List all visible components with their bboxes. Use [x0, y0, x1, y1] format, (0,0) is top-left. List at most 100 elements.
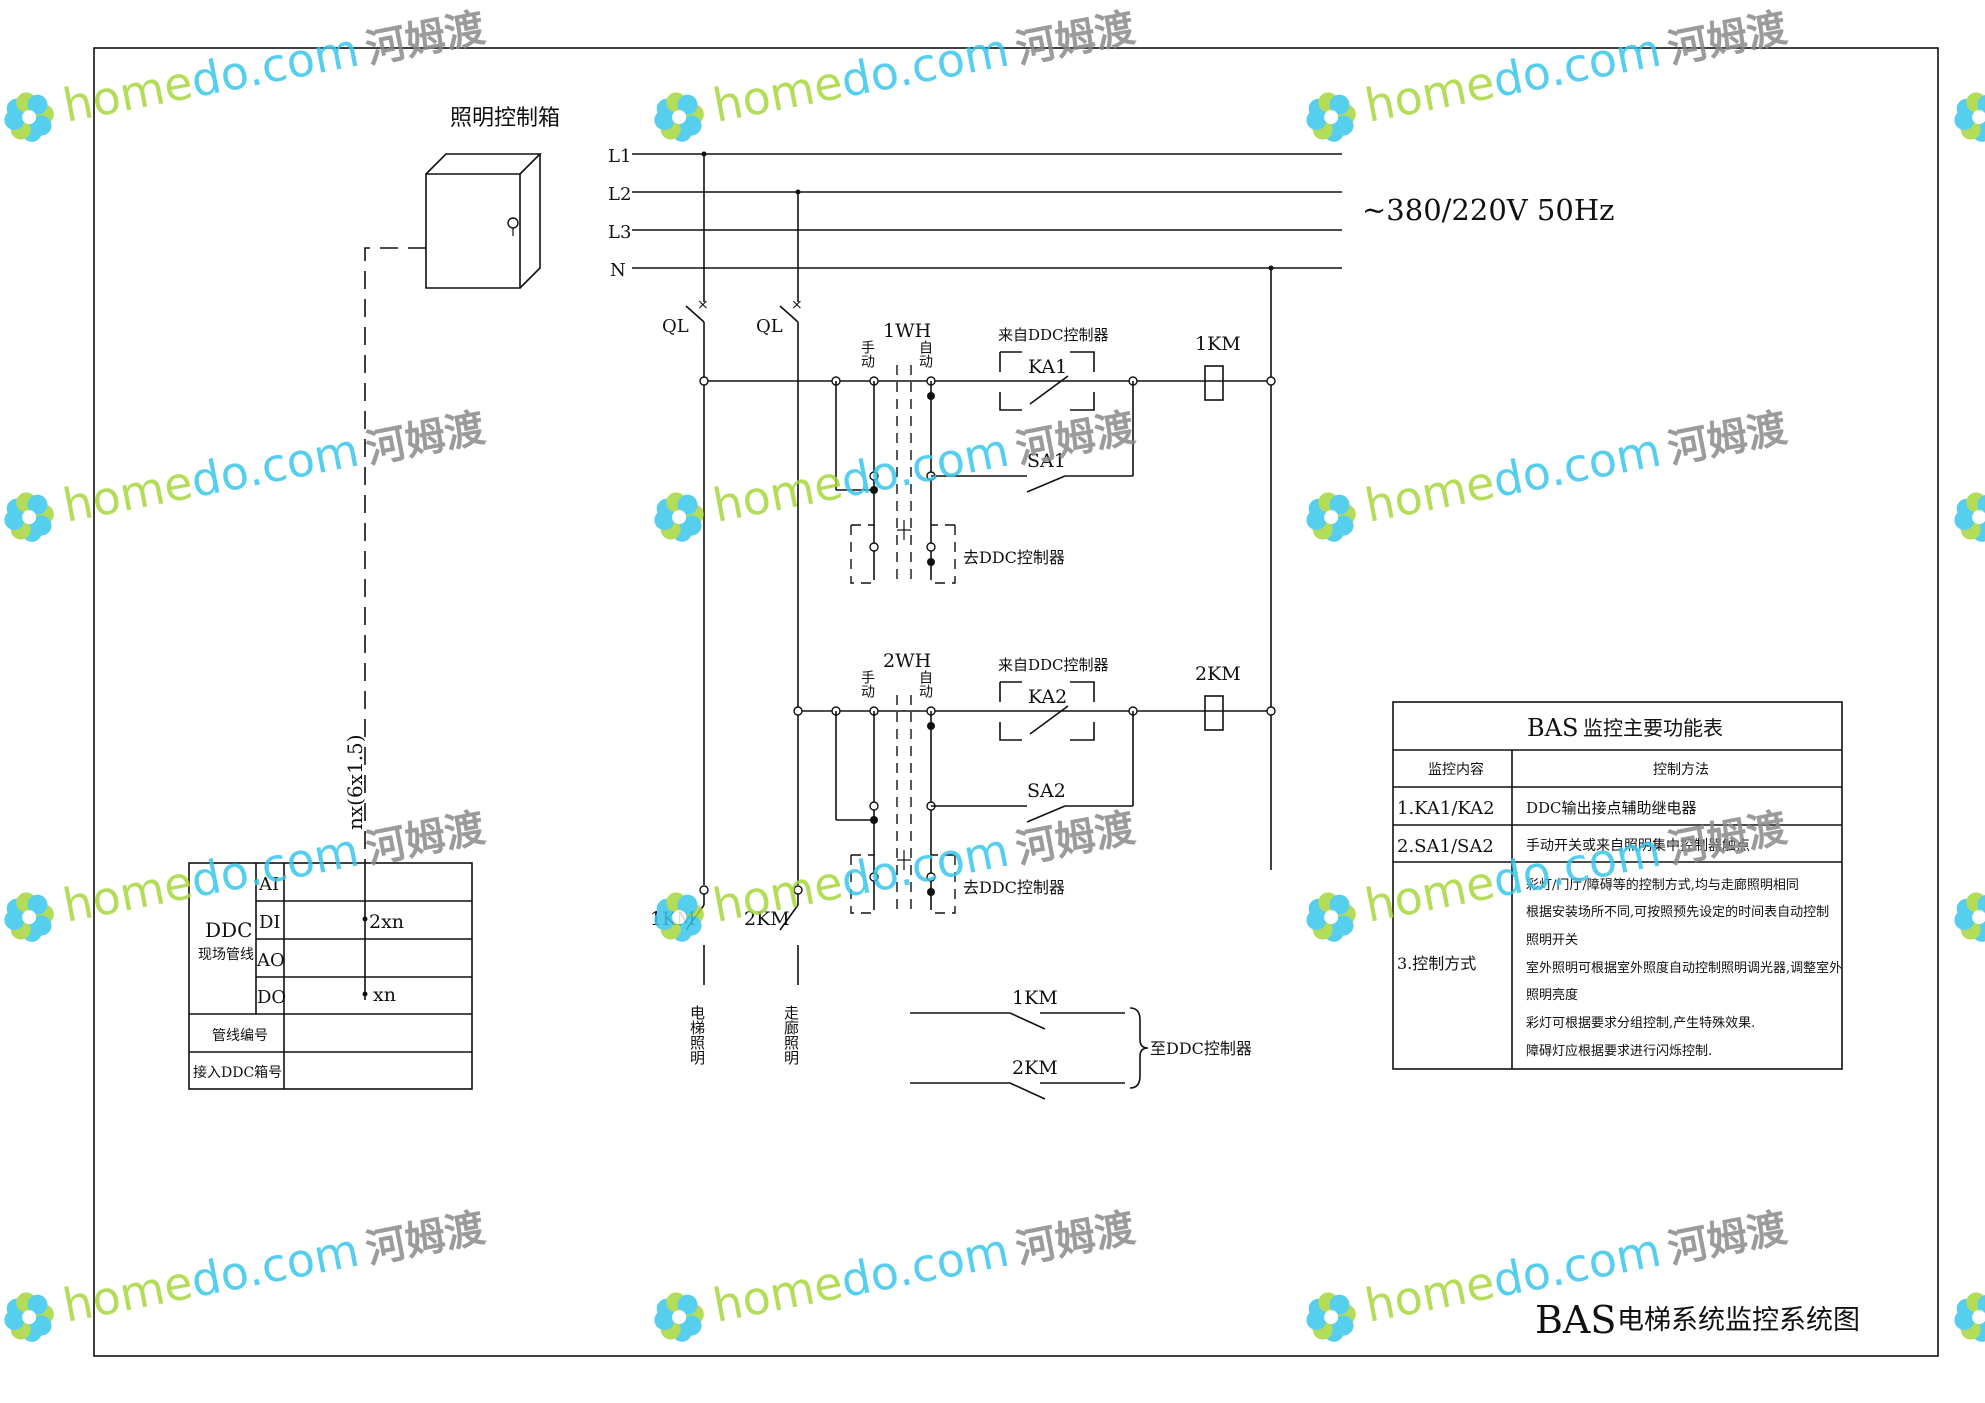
bas-header-col1: 监控内容: [1428, 761, 1484, 778]
relay-ka1: KA1: [1028, 356, 1067, 378]
watermark-text: homedo.com河姆渡: [59, 398, 489, 533]
flower-icon: [654, 492, 704, 542]
flower-icon: [1306, 892, 1356, 942]
c1-from-ddc: 来自DDC控制器: [998, 326, 1109, 344]
c1-manual-label: 手动: [859, 340, 875, 369]
watermark-layer: homedo.com河姆渡 homedo.com河姆渡 homedo.com河姆渡 h…: [4, 0, 1985, 1342]
flower-icon: [4, 1292, 54, 1342]
ddc-table: DDC 现场管线 AI DI AO DO 2xn xn 管线编号 接入DDC箱号: [188, 862, 473, 1090]
corridor-light-label: 走廊照明: [782, 1005, 800, 1066]
watermark-logo: homedo.com河姆渡: [1954, 92, 1985, 142]
flower-icon: [1954, 892, 1985, 942]
c2-auto-label: 自动: [917, 670, 933, 699]
lighting-control-box: 照明控制箱 nx(6x1.5): [343, 106, 560, 870]
bas-table-title: 监控主要功能表: [1583, 716, 1723, 740]
watermark-text: homedo.com河姆渡: [1361, 0, 1791, 133]
flower-icon: [1954, 492, 1985, 542]
relay-ka2: KA2: [1028, 686, 1067, 708]
watermark-text: homedo.com河姆渡: [709, 798, 1139, 933]
coil-1km-label: 1KM: [1195, 333, 1241, 355]
feedback-contacts: 1KM 2KM 至DDC控制器: [910, 987, 1252, 1100]
bas-row3-line: 彩灯可根据要求分组控制,产生特殊效果.: [1526, 1016, 1755, 1031]
breakers: × QL × QL: [662, 154, 1272, 885]
circuit-1: 1WH 手动 自动 来自DDC控制器 KA1 SA1 1KM 去DDC控制器: [699, 320, 1276, 585]
bus-l1-label: L1: [608, 146, 631, 167]
bas-row3-line: 室外照明可根据室外照度自动控制照明调光器,调整室外: [1526, 960, 1842, 976]
lighting-box-label: 照明控制箱: [450, 106, 560, 131]
switch-sa1: SA1: [1027, 450, 1066, 472]
contactor-coil-1km: [1204, 365, 1224, 401]
bas-row3-line: 照明亮度: [1526, 987, 1578, 1003]
watermark-text: homedo.com河姆渡: [59, 0, 489, 133]
watermark-logo: homedo.com河姆渡: [654, 798, 1139, 942]
bas-row3-line: 根据安装场所不同,可按照预先设定的时间表自动控制: [1526, 904, 1829, 920]
bas-row2-col1: 2.SA1/SA2: [1397, 836, 1494, 857]
bas-row3-col1: 3.控制方式: [1397, 954, 1476, 973]
flower-icon: [1306, 92, 1356, 142]
circuit-2: 2WH 手动 自动 来自DDC控制器 KA2 SA2 2KM 去DDC控制器: [793, 650, 1276, 915]
watermark-logo: homedo.com河姆渡: [1954, 892, 1985, 942]
svg-text:×: ×: [791, 297, 803, 313]
ddc-row-di: DI: [259, 912, 281, 933]
feedback-to-ddc: 至DDC控制器: [1150, 1039, 1252, 1058]
ddc-row-do: DO: [257, 987, 286, 1008]
watermark-logo: homedo.com河姆渡: [1306, 0, 1791, 142]
ddc-di-value: 2xn: [369, 911, 404, 933]
elevator-light-label: 电梯照明: [688, 1005, 706, 1066]
bas-header-col2: 控制方法: [1653, 762, 1709, 778]
drawing-title-text: 电梯系统监控系统图: [1617, 1305, 1860, 1336]
bus-lines: L1 L2 L3 N ~380/220V 50Hz: [608, 146, 1614, 281]
contactor-coil-2km: [1204, 695, 1224, 731]
flower-icon: [4, 92, 54, 142]
c1-auto-label: 自动: [917, 340, 933, 369]
watermark-text: homedo.com河姆渡: [709, 398, 1139, 533]
watermark-logo: homedo.com河姆渡: [1306, 805, 1791, 942]
svg-text:×: ×: [697, 297, 709, 313]
breaker-ql-2: QL: [756, 316, 783, 337]
flower-icon: [654, 1292, 704, 1342]
bus-n-label: N: [610, 260, 626, 281]
flower-icon: [654, 892, 704, 942]
selector-2wh: 2WH: [883, 650, 931, 672]
bas-table-title-prefix: BAS: [1527, 714, 1578, 742]
watermark-text: homedo.com河姆渡: [59, 1198, 489, 1333]
watermark-logo: homedo.com河姆渡: [1954, 492, 1985, 542]
breaker-ql-1: QL: [662, 316, 689, 337]
lock-icon: [507, 217, 519, 229]
watermark-logo: homedo.com河姆渡: [654, 5, 1139, 142]
ddc-subtitle: 现场管线: [198, 947, 254, 963]
bas-row3-line: 彩灯/门厅/障碍等的控制方式,均与走廊照明相同: [1526, 877, 1799, 893]
coil-2km-label: 2KM: [1195, 663, 1241, 685]
switch-sa2: SA2: [1027, 780, 1066, 802]
c2-to-ddc: 去DDC控制器: [963, 878, 1065, 897]
watermark-logo: homedo.com河姆渡: [654, 1198, 1139, 1342]
ddc-title: DDC: [205, 918, 252, 942]
selector-1wh: 1WH: [883, 320, 931, 342]
bas-row3-line: 照明开关: [1526, 933, 1578, 948]
watermark-logo: homedo.com河姆渡: [4, 0, 489, 142]
feedback-1km: 1KM: [1012, 987, 1058, 1009]
ddc-ddc-label: 接入DDC箱号: [193, 1064, 282, 1081]
ddc-row-ai: AI: [258, 874, 279, 895]
watermark-text: homedo.com河姆渡: [709, 1198, 1139, 1333]
flower-icon: [1954, 92, 1985, 142]
drawing-frame: [93, 47, 1939, 1357]
output-2km: 2KM: [744, 908, 790, 930]
supply-label: ~380/220V 50Hz: [1362, 193, 1614, 227]
drawing-title: BAS 电梯系统监控系统图: [1535, 1298, 1860, 1342]
flower-icon: [654, 92, 704, 142]
bus-l3-label: L3: [608, 222, 631, 243]
flower-icon: [4, 892, 54, 942]
flower-icon: [1306, 1292, 1356, 1342]
bas-row2-col2: 手动开关或来自照明集中控制器触点: [1526, 837, 1750, 854]
flower-icon: [1306, 492, 1356, 542]
watermark-logo: homedo.com河姆渡: [1306, 405, 1791, 542]
flower-icon: [1954, 1292, 1985, 1342]
watermark-logo: homedo.com河姆渡: [4, 398, 489, 542]
c2-manual-label: 手动: [859, 670, 875, 699]
bas-row3-line: 障碍灯应根据要求进行闪烁控制.: [1526, 1043, 1712, 1059]
drawing-title-prefix: BAS: [1535, 1298, 1616, 1342]
ddc-do-value: xn: [373, 984, 396, 1006]
bus-l2-label: L2: [608, 184, 631, 205]
c1-to-ddc: 去DDC控制器: [963, 548, 1065, 567]
